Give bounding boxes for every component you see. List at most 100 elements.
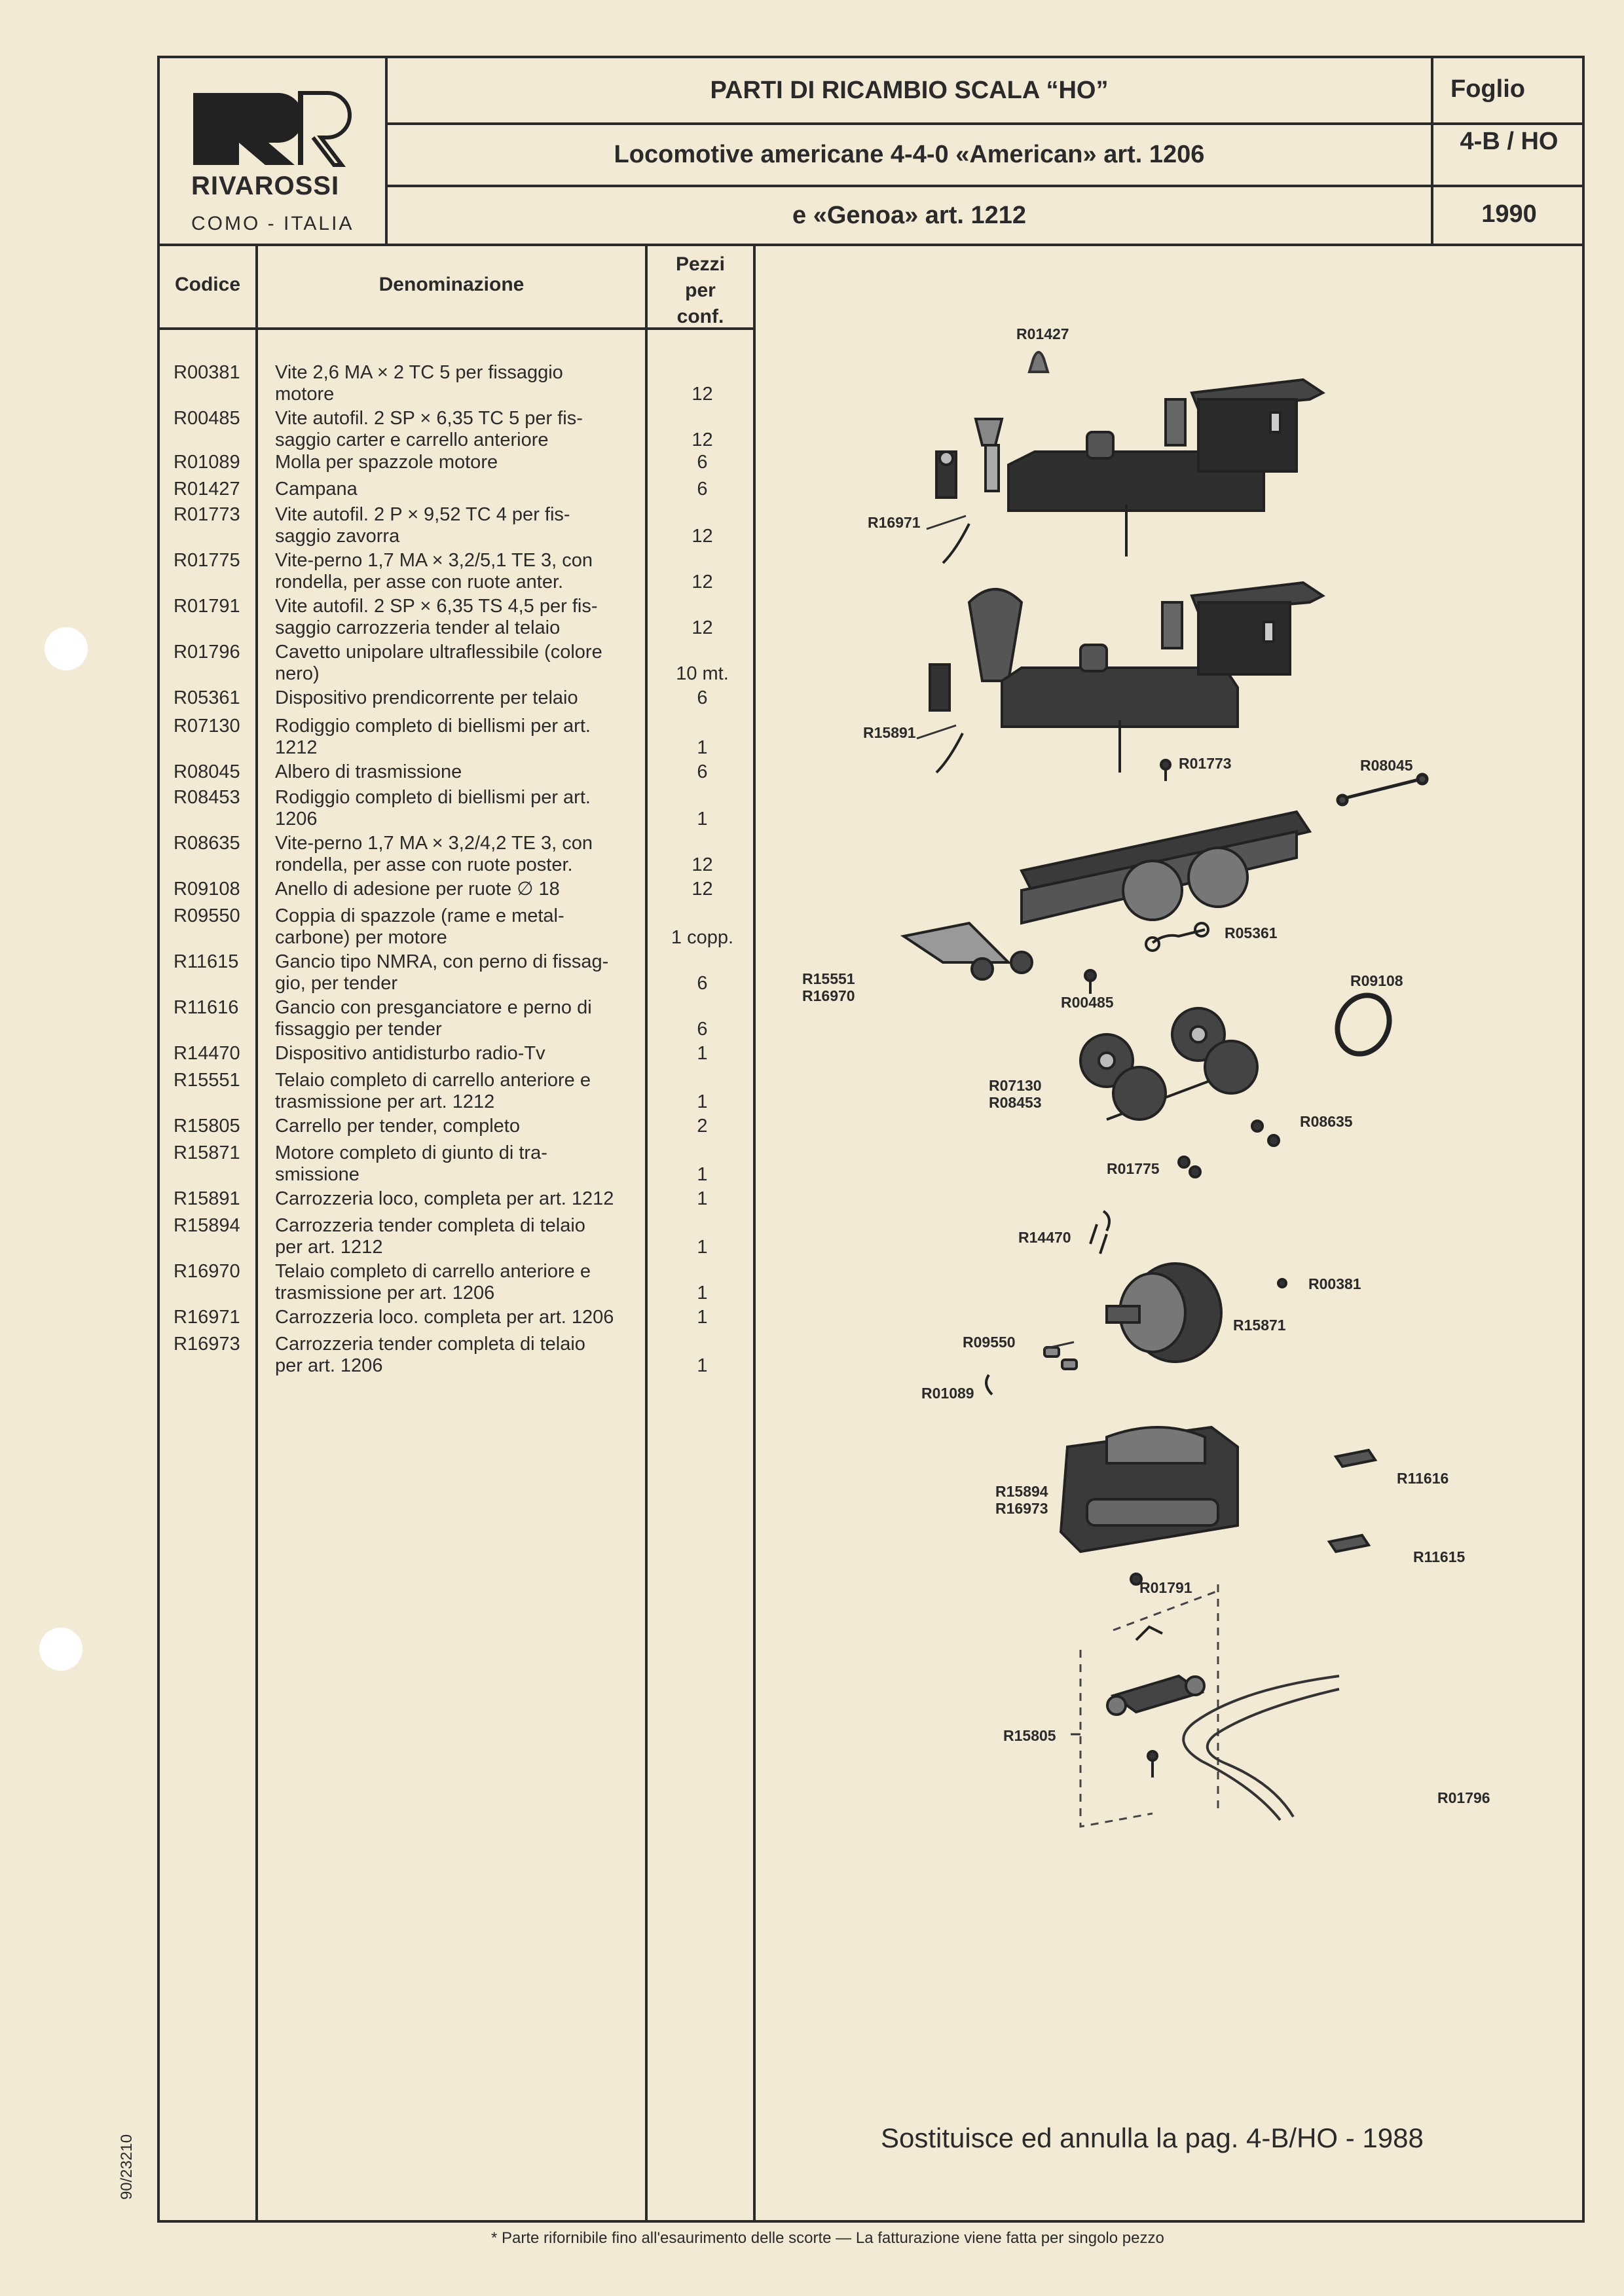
part-description: Motore completo di giunto di tra-smissio…: [275, 1142, 642, 1186]
part-callout-label: R01773: [1179, 755, 1232, 772]
part-code: R15805: [174, 1116, 240, 1137]
part-description-line: 1206: [275, 809, 318, 829]
part-description-line: Motore completo di giunto di tra-: [275, 1142, 547, 1163]
col-header-code: Codice: [174, 274, 241, 295]
header-divider-logo: [385, 56, 388, 246]
part-quantity: 1: [697, 1164, 708, 1185]
part-quantity: 12: [692, 879, 713, 900]
part-description-line: fissaggio per tender: [275, 1019, 442, 1040]
part-description: Cavetto unipolare ultraflessibile (color…: [275, 642, 642, 685]
col-divider-code: [255, 244, 258, 2223]
col-header-qty: Pezzi per conf.: [648, 251, 753, 330]
part-description-line: Vite 2,6 MA × 2 TC 5 per fissaggio: [275, 362, 563, 383]
part-code: R15891: [174, 1188, 240, 1209]
part-code: R16973: [174, 1334, 240, 1355]
part-callout-label: R09108: [1350, 972, 1403, 989]
part-callout-label: R08453: [989, 1094, 1042, 1111]
col-divider-qty: [753, 244, 756, 2223]
part-code: R01796: [174, 642, 240, 663]
footer-note: * Parte rifornibile fino all'esaurimento…: [491, 2229, 1164, 2247]
brand-name: RIVAROSSI: [191, 172, 340, 200]
part-description-line: Coppia di spazzole (rame e metal-: [275, 905, 564, 926]
part-description: Vite autofil. 2 SP × 6,35 TS 4,5 per fis…: [275, 596, 642, 639]
part-description-line: Telaio completo di carrello anteriore e: [275, 1070, 591, 1091]
part-description-line: nero): [275, 663, 320, 684]
part-code: R16971: [174, 1307, 240, 1328]
part-code: R15551: [174, 1070, 240, 1091]
part-description-line: per art. 1212: [275, 1237, 383, 1258]
part-code: R01089: [174, 452, 240, 473]
part-description-line: Vite autofil. 2 SP × 6,35 TC 5 per fis-: [275, 408, 583, 429]
col-header-desc: Denominazione: [378, 274, 525, 295]
part-description-line: carbone) per motore: [275, 927, 447, 948]
sheet-label: Foglio: [1450, 75, 1525, 103]
col-header-qty-3: conf.: [676, 306, 724, 327]
part-description-line: motore: [275, 384, 335, 405]
part-description: Campana: [275, 479, 642, 500]
part-description-line: Dispositivo prendicorrente per telaio: [275, 687, 578, 708]
part-description: Coppia di spazzole (rame e metal-carbone…: [275, 905, 642, 949]
part-description-line: per art. 1206: [275, 1355, 383, 1376]
part-description-line: Carrozzeria tender completa di telaio: [275, 1215, 585, 1236]
part-quantity: 1: [697, 1043, 708, 1064]
part-code: R14470: [174, 1043, 240, 1064]
part-description: Rodiggio completo di biellismi per art.1…: [275, 787, 642, 830]
part-description-line: trasmissione per art. 1212: [275, 1091, 495, 1112]
part-code: R16970: [174, 1261, 240, 1282]
part-code: R15871: [174, 1142, 240, 1163]
part-description-line: Vite autofil. 2 SP × 6,35 TS 4,5 per fis…: [275, 596, 598, 617]
part-callout-label: R08045: [1360, 757, 1413, 774]
part-callout-label: R01427: [1016, 325, 1069, 342]
part-code: R11616: [174, 997, 239, 1018]
replacement-note: Sostituisce ed annulla la pag. 4-B/HO - …: [881, 2123, 1424, 2153]
part-description: Vite autofil. 2 P × 9,52 TC 4 per fis-sa…: [275, 504, 642, 547]
part-description-line: Carrello per tender, completo: [275, 1116, 520, 1137]
part-callout-label: R16971: [868, 514, 921, 531]
part-description-line: Carrozzeria loco. completa per art. 1206: [275, 1307, 614, 1328]
part-code: R08635: [174, 833, 240, 854]
part-code: R01427: [174, 479, 240, 500]
part-quantity: 2: [697, 1116, 708, 1137]
part-code: R05361: [174, 687, 240, 708]
part-callout-label: R15551: [802, 970, 855, 987]
part-description-line: Carrozzeria tender completa di telaio: [275, 1334, 585, 1355]
part-description-line: Campana: [275, 479, 358, 500]
part-quantity: 1: [697, 1091, 708, 1112]
part-description-line: Gancio con presganciatore e perno di: [275, 997, 592, 1018]
part-quantity: 10 mt.: [676, 663, 729, 684]
part-callout-label: R15871: [1233, 1317, 1286, 1334]
header-rule-2: [385, 185, 1585, 187]
part-description-line: saggio carter e carrello anteriore: [275, 429, 549, 450]
header-divider-sheet: [1431, 56, 1433, 246]
part-quantity: 6: [697, 973, 708, 994]
part-callout-label: R09550: [963, 1334, 1016, 1351]
part-code: R08453: [174, 787, 240, 808]
part-callout-label: R14470: [1018, 1229, 1071, 1246]
part-description-line: Rodiggio completo di biellismi per art.: [275, 716, 591, 737]
part-description-line: Anello di adesione per ruote ∅ 18: [275, 879, 560, 900]
part-description-line: rondella, per asse con ruote anter.: [275, 572, 564, 592]
part-quantity: 6: [697, 761, 708, 782]
part-code: R00485: [174, 408, 240, 429]
page-subtitle-1: Locomotive americane 4-4-0 «American» ar…: [614, 141, 1205, 168]
header-bottom-rule: [157, 244, 1585, 246]
part-code: R01775: [174, 550, 240, 571]
part-description-line: smissione: [275, 1164, 360, 1185]
sheet-year: 1990: [1481, 200, 1537, 228]
part-description: Molla per spazzole motore: [275, 452, 642, 473]
part-code: R11615: [174, 951, 239, 972]
header-rule-1: [385, 122, 1585, 125]
part-callout-label: R00381: [1308, 1275, 1361, 1292]
part-description: Dispositivo antidisturbo radio-Tv: [275, 1043, 642, 1065]
part-description-line: Dispositivo antidisturbo radio-Tv: [275, 1043, 545, 1064]
part-description-line: Telaio completo di carrello anteriore e: [275, 1261, 591, 1282]
punch-hole-top: [45, 627, 88, 670]
part-quantity: 12: [692, 572, 713, 592]
part-description-line: trasmissione per art. 1206: [275, 1283, 495, 1303]
part-description-line: gio, per tender: [275, 973, 398, 994]
